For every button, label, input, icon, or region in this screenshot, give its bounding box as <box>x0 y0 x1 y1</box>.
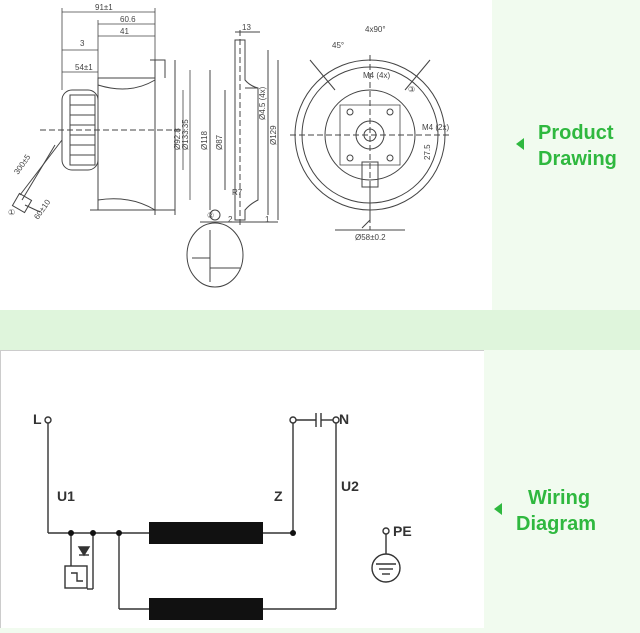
dim-4x90: 4x90° <box>365 25 386 34</box>
fan-side-view <box>11 59 185 215</box>
dim-60: 60±10 <box>32 197 52 221</box>
divider-band <box>0 310 640 350</box>
product-drawing-label: Product Drawing <box>516 120 617 172</box>
product-label-line2: Drawing <box>538 148 617 170</box>
label-u2: U2 <box>341 478 359 494</box>
dim-d129: Ø129 <box>269 125 278 145</box>
label-l: L <box>33 411 42 427</box>
callout-2: ② <box>207 211 214 220</box>
wiring-nodes <box>68 530 296 536</box>
wiring-diagram-panel: L N U1 Z U2 PE <box>0 350 484 628</box>
dim-m4-2x: M4 (2x) <box>422 123 449 132</box>
dim-d87: Ø87 <box>215 134 224 150</box>
label-pe: PE <box>393 523 412 539</box>
fan-front-view <box>290 55 450 231</box>
wiring-diagram-svg: L N U1 Z U2 PE <box>33 411 412 620</box>
dim-13: 13 <box>242 23 251 32</box>
wiring-lines <box>44 413 401 610</box>
dim-54: 54±1 <box>75 63 93 72</box>
dim-3: 3 <box>80 39 85 48</box>
dim-d58: Ø58±0.2 <box>355 233 386 242</box>
triangle-left-icon <box>494 503 502 515</box>
product-drawing-svg: 91±1 60.6 41 3 54±1 300±5 60±10 Ø92.8 Ø1… <box>8 3 450 288</box>
label-z: Z <box>274 488 283 504</box>
dim-d92-8: Ø92.8 <box>173 128 182 150</box>
wiring-label-line1: Wiring <box>528 487 591 509</box>
dim-91: 91±1 <box>95 3 113 12</box>
callout-3: ③ <box>408 85 415 94</box>
dim-45: 45° <box>332 41 344 50</box>
winding-main <box>149 522 263 544</box>
dim-27-5: 27.5 <box>423 144 432 160</box>
dim-m4-4x: M4 (4x) <box>363 71 390 80</box>
label-n: N <box>339 411 349 427</box>
dim-d118: Ø118 <box>200 130 209 150</box>
wiring-diagram-label: Wiring Diagram <box>494 485 597 537</box>
label-u1: U1 <box>57 488 75 504</box>
dim-60-6: 60.6 <box>120 15 136 24</box>
product-label-line1: Product <box>538 122 614 144</box>
dim-r7: R7 <box>232 188 243 197</box>
winding-aux <box>149 598 263 620</box>
triangle-left-icon <box>516 138 524 150</box>
side-view-dimensions <box>61 8 191 200</box>
dim-d4-5: Ø4.5 (4x) <box>258 86 267 120</box>
dim-d133-35: Ø133.35 <box>181 119 190 150</box>
callout-1: ① <box>8 208 15 217</box>
dim-300: 300±5 <box>12 152 32 176</box>
fan-profile-view <box>186 30 279 288</box>
dim-41: 41 <box>120 27 129 36</box>
product-drawing-panel: 91±1 60.6 41 3 54±1 300±5 60±10 Ø92.8 Ø1… <box>0 0 492 310</box>
wiring-label-line2: Diagram <box>516 513 597 535</box>
dim-2: 2 <box>228 215 233 224</box>
dim-1: 1 <box>265 215 270 224</box>
